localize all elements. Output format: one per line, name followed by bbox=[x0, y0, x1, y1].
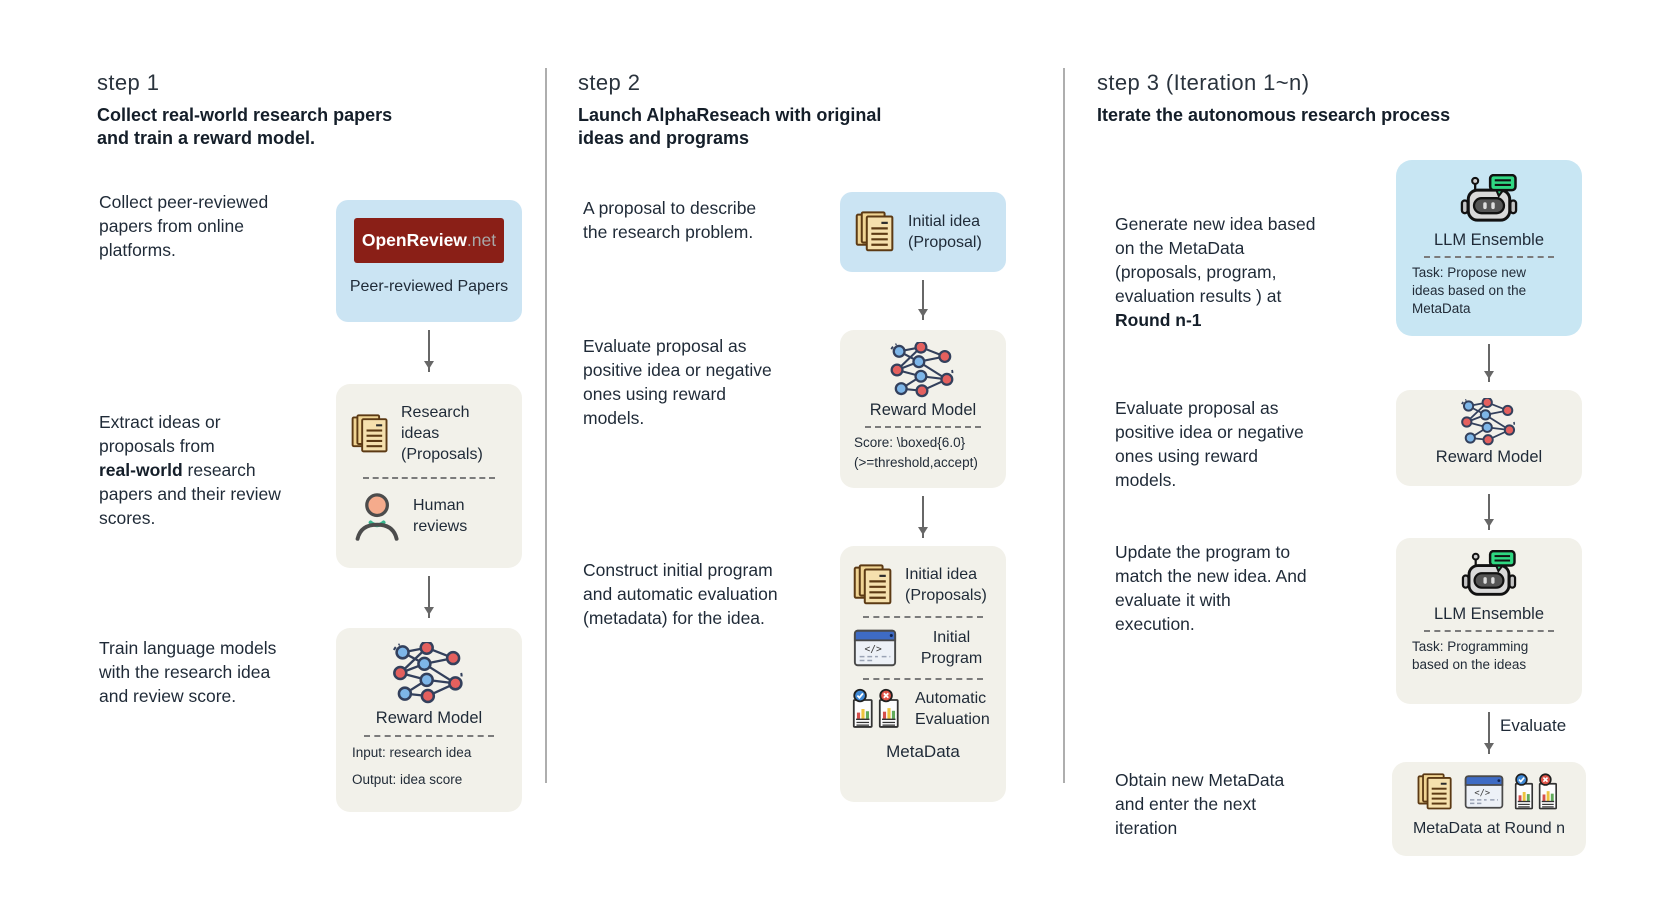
arrow-step2-2 bbox=[918, 496, 928, 538]
human-icon bbox=[350, 491, 402, 541]
llm-task-label: Task: Propose new ideas based on the Met… bbox=[1412, 265, 1527, 316]
automatic-evaluation-label: Automatic Evaluation bbox=[915, 690, 990, 728]
dashed-divider bbox=[364, 735, 494, 737]
reward-model-output: Output: idea score bbox=[352, 772, 463, 787]
llm-task-label: Task: Programming based on the ideas bbox=[1412, 639, 1529, 672]
openreview-logo-suffix: .net bbox=[466, 230, 497, 250]
human-reviews-label: Human reviews bbox=[413, 497, 468, 535]
arrow-step3-evaluate bbox=[1484, 712, 1494, 754]
papers-icon bbox=[852, 562, 894, 608]
reward-score-line: Score: \boxed{6.0} bbox=[854, 435, 966, 450]
metadata-footer: MetaData bbox=[886, 742, 960, 761]
step2-label: step 2 bbox=[578, 70, 641, 95]
step1-label: step 1 bbox=[97, 70, 160, 95]
llm-ensemble-box-1: LLM Ensemble Task: Propose new ideas bas… bbox=[1396, 160, 1582, 336]
metadata-box-step2: Initial idea (Proposals) Initial Program… bbox=[840, 546, 1006, 802]
caption-bold: real-world bbox=[99, 460, 183, 480]
robot-icon bbox=[1460, 174, 1518, 227]
papers-icon bbox=[350, 412, 390, 456]
step3-caption-generate: Generate new idea based on the MetaData … bbox=[1115, 188, 1315, 332]
dashed-divider bbox=[1424, 256, 1554, 258]
dashed-divider bbox=[362, 477, 496, 479]
reward-model-title: Reward Model bbox=[1435, 448, 1543, 466]
neural-network-icon bbox=[889, 342, 957, 398]
caption-text: Generate new idea based on the MetaData … bbox=[1115, 214, 1316, 306]
openreview-logo: OpenReview.net bbox=[354, 218, 504, 263]
dashed-divider bbox=[863, 678, 983, 680]
neural-network-icon bbox=[392, 642, 466, 704]
step3-caption-obtain: Obtain new MetaData and enter the next i… bbox=[1115, 770, 1285, 838]
metadata-round-n-label: MetaData at Round n bbox=[1412, 820, 1566, 837]
reward-model-title: Reward Model bbox=[869, 401, 977, 419]
step3-label: step 3 (Iteration 1~n) bbox=[1097, 70, 1310, 95]
step1-caption-extract: Extract ideas or proposals from real-wor… bbox=[99, 386, 281, 530]
openreview-logo-text: OpenReview bbox=[361, 230, 467, 250]
column-divider-2 bbox=[1063, 68, 1065, 783]
caption-text: Extract ideas or proposals from bbox=[99, 412, 221, 456]
evaluation-reports-icon bbox=[852, 688, 904, 730]
initial-program-label: Initial Program bbox=[920, 629, 983, 667]
neural-network-icon bbox=[1460, 398, 1518, 446]
dashed-divider bbox=[1424, 630, 1554, 632]
llm-ensemble-title: LLM Ensemble bbox=[1433, 605, 1545, 623]
arrow-step1-2 bbox=[424, 576, 434, 618]
caption-text: research papers and their review scores. bbox=[99, 460, 281, 528]
reward-model-box-step1: Reward Model Input: research idea Output… bbox=[336, 628, 522, 812]
metadata-round-n-box: MetaData at Round n bbox=[1392, 762, 1586, 856]
arrow-step1-1 bbox=[424, 330, 434, 372]
reward-model-box-step3: Reward Model bbox=[1396, 390, 1582, 486]
evaluate-arrow-label: Evaluate bbox=[1500, 716, 1567, 735]
research-ideas-label: Research ideas (Proposals) bbox=[401, 404, 483, 463]
peer-reviewed-papers-label: Peer-reviewed Papers bbox=[349, 278, 509, 295]
dashed-divider bbox=[863, 616, 983, 618]
papers-icon bbox=[854, 209, 896, 255]
llm-ensemble-title: LLM Ensemble bbox=[1433, 231, 1545, 249]
dashed-divider bbox=[865, 426, 981, 428]
initial-idea-proposals-label: Initial idea (Proposals) bbox=[905, 566, 987, 604]
arrow-step3-1 bbox=[1484, 344, 1494, 382]
arrow-step2-1 bbox=[918, 280, 928, 320]
caption-bold: Round n-1 bbox=[1115, 310, 1202, 330]
papers-icon bbox=[1416, 772, 1454, 812]
peer-reviewed-papers-box: OpenReview.net Peer-reviewed Papers bbox=[336, 200, 522, 322]
step1-heading: Collect real-world research papers and t… bbox=[97, 105, 393, 148]
step1-caption-train: Train language models with the research … bbox=[99, 638, 277, 706]
code-window-icon bbox=[852, 626, 898, 670]
reward-model-title: Reward Model bbox=[375, 709, 483, 727]
code-window-icon bbox=[1463, 772, 1505, 812]
reward-threshold-line: (>=threshold,accept) bbox=[854, 455, 978, 470]
step2-caption-construct: Construct initial program and automatic … bbox=[583, 560, 778, 628]
step3-caption-evaluate: Evaluate proposal as positive idea or ne… bbox=[1115, 398, 1304, 490]
step3-caption-update: Update the program to match the new idea… bbox=[1115, 542, 1307, 634]
initial-idea-label: Initial idea (Proposal) bbox=[908, 213, 982, 251]
column-divider-1 bbox=[545, 68, 547, 783]
reward-model-box-step2: Reward Model Score: \boxed{6.0} (>=thres… bbox=[840, 330, 1006, 488]
llm-ensemble-box-2: LLM Ensemble Task: Programming based on … bbox=[1396, 538, 1582, 704]
robot-icon bbox=[1461, 550, 1517, 601]
step2-heading: Launch AlphaReseach with original ideas … bbox=[578, 105, 882, 148]
evaluation-reports-icon bbox=[1514, 773, 1562, 811]
step3-heading: Iterate the autonomous research process bbox=[1097, 105, 1451, 125]
reward-model-input: Input: research idea bbox=[352, 745, 472, 760]
step1-caption-collect: Collect peer-reviewed papers from online… bbox=[99, 192, 269, 260]
arrow-step3-2 bbox=[1484, 494, 1494, 530]
initial-idea-box: Initial idea (Proposal) bbox=[840, 192, 1006, 272]
research-ideas-box: Research ideas (Proposals) Human reviews bbox=[336, 384, 522, 568]
step2-caption-evaluate: Evaluate proposal as positive idea or ne… bbox=[583, 336, 772, 428]
step2-caption-proposal: A proposal to describe the research prob… bbox=[583, 198, 757, 242]
